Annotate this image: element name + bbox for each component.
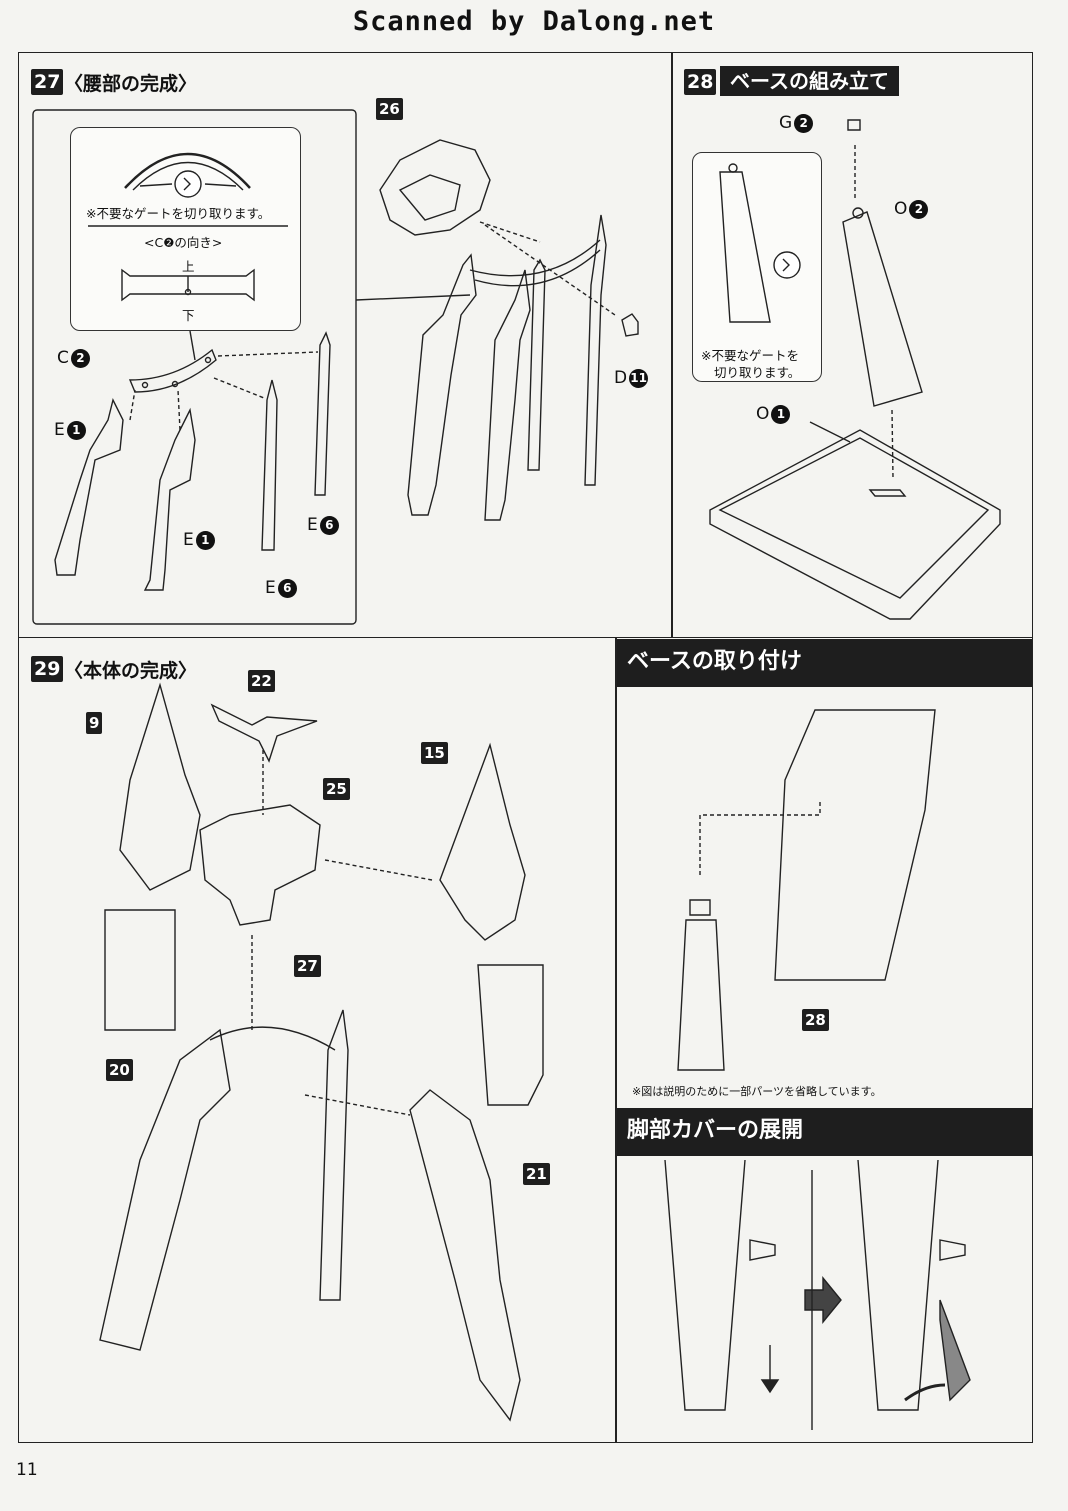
base-gate-note-1: ※不要なゲートを xyxy=(701,348,799,363)
scan-credit: Scanned by Dalong.net xyxy=(352,6,716,37)
orientation-top: 上 xyxy=(182,259,195,274)
step-27-detail-frame xyxy=(32,109,357,625)
step-27-number: 27 xyxy=(31,69,64,95)
bottom-panel xyxy=(18,637,1033,1443)
page-number: 11 xyxy=(16,1460,38,1480)
bottom-divider xyxy=(615,637,617,1443)
step-29-title: 〈本体の完成〉 xyxy=(64,660,198,682)
base-o1 xyxy=(709,429,1001,620)
arm-9 xyxy=(119,682,201,891)
ref-tag-20: 20 xyxy=(106,1059,133,1081)
step-27-title: 〈腰部の完成〉 xyxy=(64,73,198,95)
leg-e1-b xyxy=(143,407,196,591)
step-28-number: 28 xyxy=(684,69,717,95)
base-attach-title: ベースの取り付け xyxy=(617,639,1032,687)
orientation-bar xyxy=(121,268,255,302)
gate-arc xyxy=(124,152,251,189)
ref-tag-27: 27 xyxy=(294,955,321,977)
leg-21 xyxy=(409,1089,521,1422)
ref-tag-26: 26 xyxy=(376,98,403,120)
ref-tag-15: 15 xyxy=(421,742,448,764)
arm-15 xyxy=(439,742,526,941)
omission-note: ※図は説明のために一部パーツを省略しています。 xyxy=(632,1085,882,1098)
stand-o2 xyxy=(842,211,923,407)
gate-callout xyxy=(70,127,301,331)
ref-tag-28: 28 xyxy=(802,1009,829,1031)
leg-cover-title: 脚部カバーの展開 xyxy=(617,1108,1032,1156)
arm-9-lower xyxy=(104,909,176,1031)
ref-tag-25: 25 xyxy=(323,778,350,800)
orientation-bottom: 下 xyxy=(182,308,195,323)
top-divider xyxy=(671,52,673,638)
step-29-number: 29 xyxy=(31,656,64,682)
leg-cover-after xyxy=(857,1159,939,1411)
head-22 xyxy=(210,703,318,763)
leg-cover-before xyxy=(664,1159,746,1411)
base-gate-note-2: 切り取ります。 xyxy=(714,365,801,380)
leg-e6-a xyxy=(261,379,278,551)
leg-20 xyxy=(99,1028,231,1351)
leg-e1-a xyxy=(54,397,124,576)
mounted-figure xyxy=(774,709,936,981)
assembled-leg-1 xyxy=(407,253,477,516)
ref-tag-9: 9 xyxy=(86,712,103,734)
ref-tag-22: 22 xyxy=(248,670,275,692)
gate-note: ※不要なゲートを切り取ります。 xyxy=(86,206,271,221)
torso-25 xyxy=(199,804,321,926)
hip-26 xyxy=(379,139,491,236)
waist-arc xyxy=(128,348,217,393)
orientation-title: <C❷の向き> xyxy=(144,235,223,250)
assembled-leg-2 xyxy=(484,269,531,521)
leg-e6-b xyxy=(314,331,331,496)
ref-tag-21: 21 xyxy=(523,1163,550,1185)
stand-28 xyxy=(677,919,725,1071)
step-arrow xyxy=(804,1276,842,1324)
stand-detail xyxy=(719,171,771,323)
step-28-title: ベースの組み立て xyxy=(720,66,899,96)
